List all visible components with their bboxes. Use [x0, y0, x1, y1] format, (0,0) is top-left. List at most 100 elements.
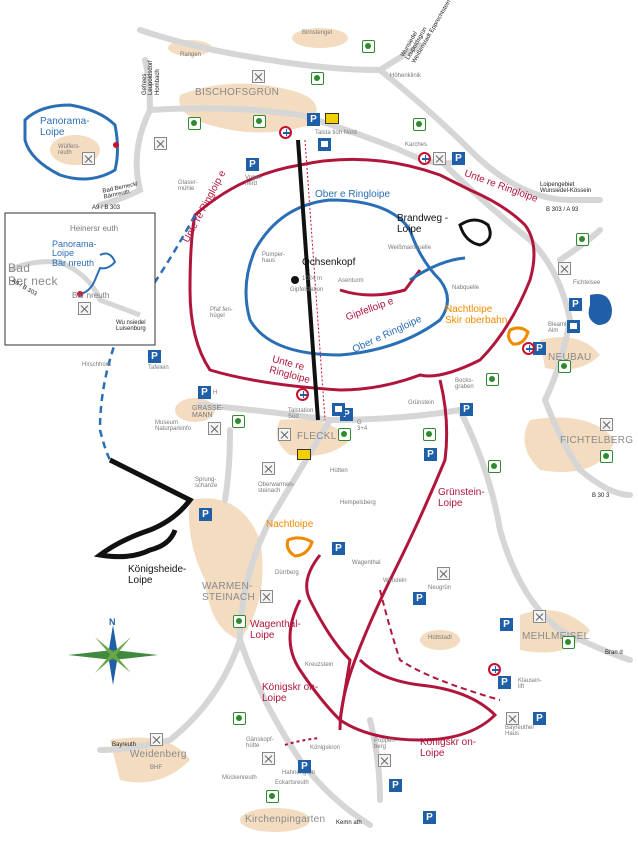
road-bayreuth: Bayreuth	[112, 742, 137, 748]
gipfelloipe-path	[339, 269, 422, 297]
parking-icon[interactable]: P	[423, 811, 436, 824]
restaurant-icon[interactable]	[262, 752, 275, 765]
parking-icon[interactable]: P	[533, 342, 546, 355]
road-loipengebiet: Loipengebiet Wunsiedel-Kössein	[540, 182, 592, 195]
inn-icon[interactable]	[558, 360, 571, 373]
inset-panorama-path	[79, 252, 117, 295]
place-eckartsreuth: Eckartsreuth	[275, 780, 309, 786]
restaurant-icon[interactable]	[506, 712, 519, 725]
inn-icon[interactable]	[413, 118, 426, 131]
restaurant-icon[interactable]	[82, 152, 95, 165]
town-weidenberg: Weidenberg	[130, 749, 187, 760]
town-mehlmeisel: MEHLMEISEL	[522, 631, 590, 642]
parking-icon[interactable]: P	[533, 712, 546, 725]
inn-icon[interactable]	[488, 460, 501, 473]
inn-icon[interactable]	[486, 373, 499, 386]
place-museum-naturparkinfo: Museum Naturparkinfo	[155, 420, 192, 433]
place-gruenstein: Grünstein	[408, 400, 435, 406]
inn-icon[interactable]	[311, 72, 324, 85]
parking-icon[interactable]: P	[198, 386, 211, 399]
restaurant-icon[interactable]	[252, 70, 265, 83]
place-neugruen: Neugrün	[428, 585, 452, 591]
restaurant-icon[interactable]	[262, 462, 275, 475]
place-mueckenreuth: Mückenreuth	[222, 775, 257, 781]
parking-icon[interactable]: P	[460, 403, 473, 416]
first-aid-icon[interactable]	[522, 342, 535, 355]
restaurant-icon[interactable]	[378, 754, 391, 767]
road-gefrees: Gefrees Leupoldsdorf Hombach	[142, 60, 161, 95]
gruenstein-loipe-path	[338, 379, 449, 731]
inn-icon[interactable]	[266, 790, 279, 803]
town-bischofsgruen: BISCHOFSGRÜN	[195, 87, 280, 98]
cable-car-icon[interactable]	[332, 403, 345, 416]
koenigsheide-loipe-path	[93, 457, 194, 560]
place-rangen: Rangen	[180, 52, 202, 58]
parking-icon[interactable]: P	[298, 760, 311, 773]
parking-icon[interactable]: P	[199, 508, 212, 521]
town-kirchenpingarten: Kirchenpingarten	[245, 814, 326, 825]
cable-car-icon[interactable]	[318, 138, 331, 151]
place-bleaml-alm: Bleaml Alm	[548, 322, 567, 335]
untere-ringloipe-path	[188, 157, 536, 392]
restaurant-icon[interactable]	[533, 610, 546, 623]
restaurant-icon[interactable]	[150, 733, 163, 746]
inn-icon[interactable]	[188, 117, 201, 130]
parking-icon[interactable]: P	[332, 542, 345, 555]
inn-icon[interactable]	[423, 428, 436, 441]
place-bhf: BHF	[150, 765, 162, 771]
inn-icon[interactable]	[562, 636, 575, 649]
place-nabquelle: Nabquelle	[452, 285, 480, 291]
restaurant-icon[interactable]	[208, 422, 221, 435]
road-kemnath: Kemn ath	[336, 820, 362, 826]
restaurant-icon[interactable]	[433, 152, 446, 165]
place-weissmainquelle: Weißmainquelle	[388, 245, 431, 251]
parking-icon[interactable]: P	[307, 113, 320, 126]
parking-icon[interactable]: P	[246, 158, 259, 171]
inn-icon[interactable]	[253, 115, 266, 128]
inn-icon[interactable]	[576, 233, 589, 246]
bus-icon[interactable]	[297, 449, 311, 460]
parking-icon[interactable]: P	[498, 676, 511, 689]
inn-icon[interactable]	[233, 615, 246, 628]
inn-icon[interactable]	[338, 428, 351, 441]
inn-icon[interactable]	[600, 450, 613, 463]
place-klausenlift: Klausen- lift	[518, 678, 542, 691]
inn-icon[interactable]	[232, 415, 245, 428]
parking-icon[interactable]: P	[413, 592, 426, 605]
inn-icon[interactable]	[362, 40, 375, 53]
parking-icon[interactable]: P	[389, 779, 402, 792]
restaurant-icon[interactable]	[600, 418, 613, 431]
place-bayreuther-haus: Bayreuther Haus	[505, 725, 535, 738]
restaurant-icon[interactable]	[78, 302, 91, 315]
place-poppenberg: Poppen- berg	[374, 738, 397, 751]
parking-icon[interactable]: P	[424, 448, 437, 461]
label-nachtloipe-skioberbahn: Nachtloipe Skir oberbahn	[445, 304, 508, 326]
first-aid-icon[interactable]	[279, 126, 292, 139]
place-pumperhaus: Pumper- haus	[262, 252, 286, 265]
fichtelsee-lake	[588, 294, 612, 325]
restaurant-icon[interactable]	[154, 137, 167, 150]
place-kreuzstein: Kreuzstein	[305, 662, 334, 668]
wagenthal-loipe-path	[288, 599, 342, 722]
restaurant-icon[interactable]	[558, 262, 571, 275]
parking-icon[interactable]: P	[569, 298, 582, 311]
label-koenigsheide-loipe: Königsheide- Loipe	[128, 564, 187, 586]
place-koenigskron: Königskron	[310, 745, 341, 751]
restaurant-icon[interactable]	[437, 567, 450, 580]
ski-lift-icon[interactable]	[567, 320, 580, 333]
place-hahnengruen: Hahnengrün	[282, 770, 316, 776]
inn-icon[interactable]	[233, 712, 246, 725]
label-nachtloipe: Nachtloipe	[266, 519, 314, 530]
brandweg-loipe-path	[458, 218, 492, 247]
place-hempelsberg: Hempelsberg	[340, 500, 376, 506]
first-aid-icon[interactable]	[418, 152, 431, 165]
parking-icon[interactable]: P	[148, 350, 161, 363]
first-aid-icon[interactable]	[488, 663, 501, 676]
parking-icon[interactable]: P	[452, 152, 465, 165]
parking-icon[interactable]: P	[500, 618, 513, 631]
restaurant-icon[interactable]	[260, 590, 273, 603]
restaurant-icon[interactable]	[278, 428, 291, 441]
first-aid-icon[interactable]	[296, 388, 309, 401]
bus-icon[interactable]	[325, 113, 339, 124]
